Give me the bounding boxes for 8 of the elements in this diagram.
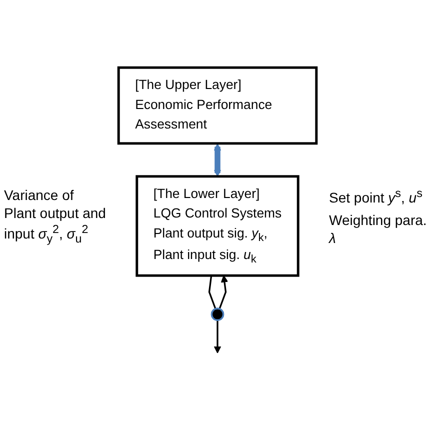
- process-box: [The Lower Layer] LQG Control Systems Plant output sig. y$_{k}$, Plant input sig. u$_{k}$: [136, 175, 300, 277]
- arrow: [214, 143, 222, 177]
- arrow: [214, 320, 222, 354]
- process-box: [The Upper Layer] Economic Performance Assessment: [117, 66, 318, 145]
- annotation-text: Weighting para. λ: [329, 210, 428, 248]
- annotation-text: Set point y$^{s}$, u$^{s}$: [329, 186, 424, 207]
- arrow: [218, 275, 228, 310]
- junction-dot: [210, 308, 224, 321]
